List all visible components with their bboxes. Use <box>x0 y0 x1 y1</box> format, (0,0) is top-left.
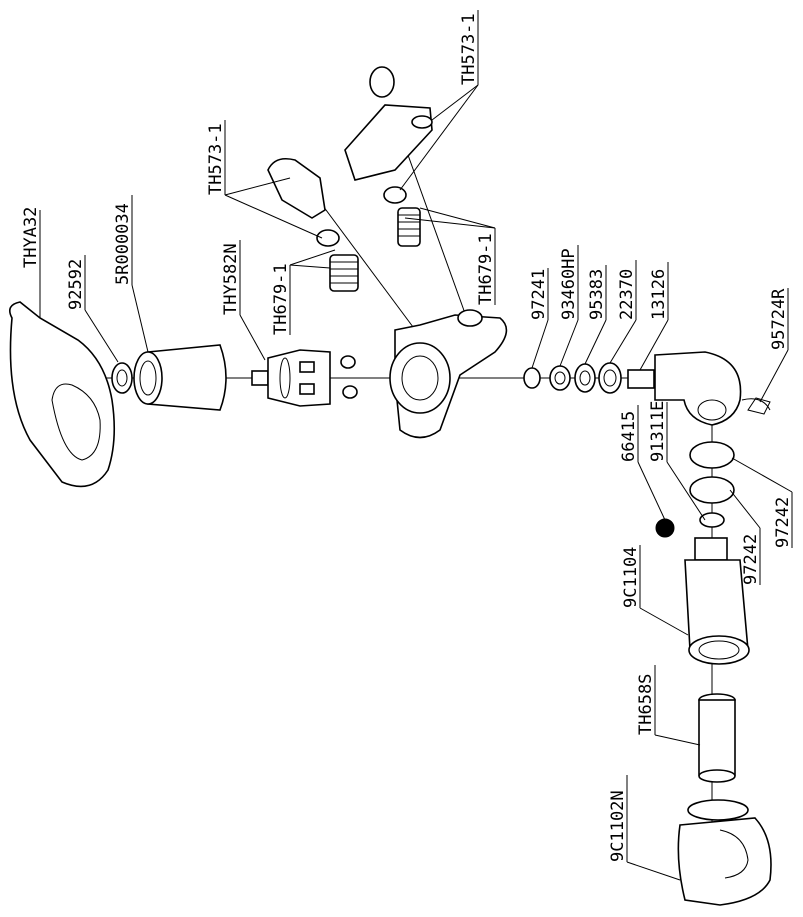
label-5r000034: 5R000034 <box>113 203 133 285</box>
label-91311e: 91311E <box>648 401 668 462</box>
assembly-axes <box>60 104 720 890</box>
gaskets-97242-drawing <box>689 441 735 528</box>
part-labels: THYA32 92592 5R000034 THY582N TH573-1 TH… <box>21 13 793 862</box>
label-9c1104: 9C1104 <box>621 547 641 608</box>
cartridge-thy582n-drawing <box>251 349 358 407</box>
label-66415: 66415 <box>619 411 639 462</box>
ball-66415-drawing <box>655 518 675 538</box>
leader-lines <box>39 84 793 881</box>
label-13126: 13126 <box>649 269 669 320</box>
label-97241: 97241 <box>529 269 549 320</box>
spray-head-9c1102n-drawing <box>677 799 772 906</box>
label-underlines <box>39 10 793 862</box>
label-95383: 95383 <box>587 269 607 320</box>
label-22370: 22370 <box>617 269 637 320</box>
label-93460hp: 93460HP <box>559 248 579 320</box>
tube-th658s-drawing <box>698 693 736 783</box>
label-thy582n: THY582N <box>221 243 241 315</box>
elbow-13126-drawing <box>627 351 771 426</box>
label-th573-1-lower: TH573-1 <box>206 123 226 195</box>
extension-9c1104-drawing <box>684 537 750 665</box>
label-th679-1-upper: TH679-1 <box>476 233 496 305</box>
label-95724r: 95724R <box>769 288 789 350</box>
valve-lower-drawing <box>267 157 359 292</box>
label-th679-1-lower: TH679-1 <box>271 263 291 335</box>
nut-92592-drawing <box>111 362 133 394</box>
label-97242-inner: 97242 <box>741 534 761 585</box>
valve-upper-drawing <box>344 66 433 247</box>
label-9c1102n: 9C1102N <box>608 790 628 862</box>
label-thya32: THYA32 <box>21 207 41 268</box>
label-92592: 92592 <box>66 259 86 310</box>
cap-5r000034-drawing <box>133 344 227 411</box>
label-th573-1-upper: TH573-1 <box>459 13 479 85</box>
label-th658s: TH658S <box>636 674 656 735</box>
handle-drawing <box>9 301 116 488</box>
spout-body-drawing <box>389 309 508 439</box>
label-97242-outer: 97242 <box>773 497 793 548</box>
